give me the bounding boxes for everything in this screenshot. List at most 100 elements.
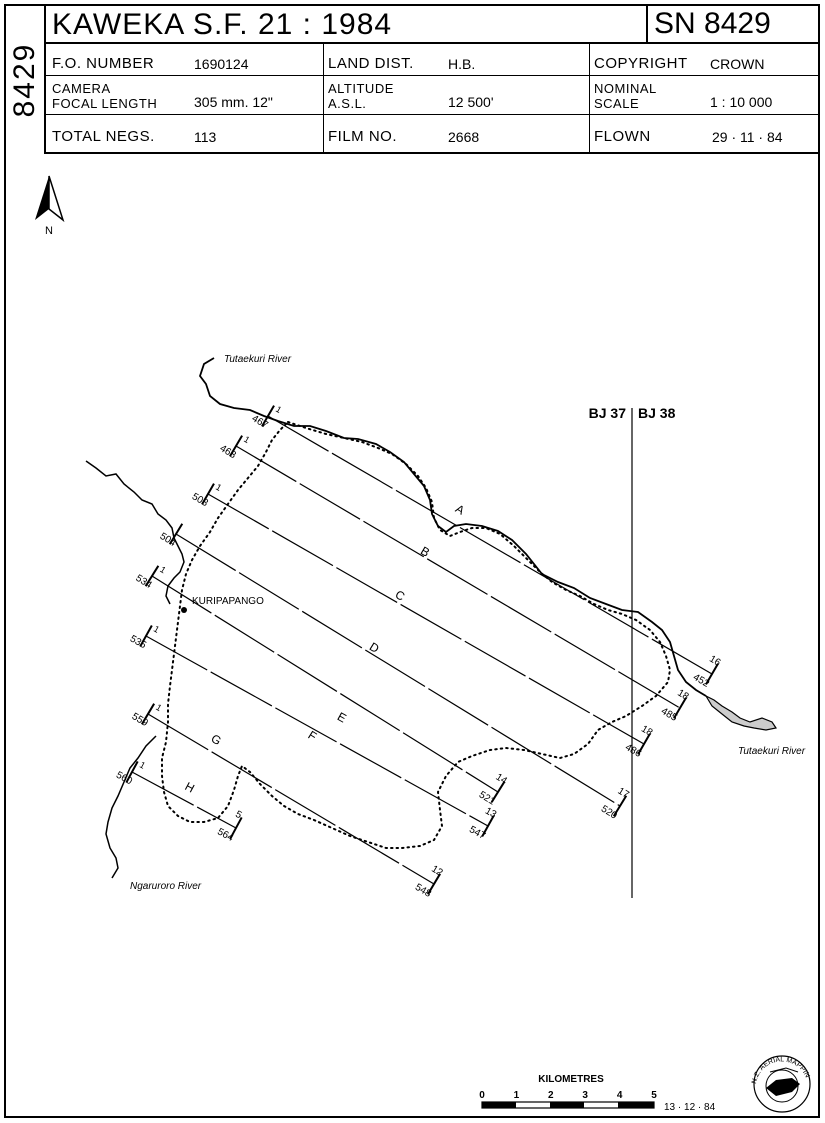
flight-strip-start-run: 1 [154, 702, 163, 713]
flight-strip-letter: A [453, 502, 467, 518]
flight-strip-end-neg: 521 [477, 789, 497, 807]
flight-strip-letter: D [367, 640, 382, 657]
total-negs-label: TOTAL NEGS. [52, 128, 155, 145]
flight-strip-end-run: 16 [707, 654, 723, 669]
flight-strip-start-neg: 534 [134, 573, 154, 591]
flight-strip-end-run: 14 [494, 772, 510, 787]
flight-strip-letter: F [306, 728, 320, 744]
flight-strip-end-tick [261, 405, 275, 427]
scale-value: 1 : 10 000 [710, 94, 773, 110]
map-sheet: 8429 KAWEKA S.F. 21 : 1984 SN 8429 F.O. … [4, 4, 820, 1118]
flight-strip-line [147, 713, 435, 885]
western-river-line [85, 460, 185, 605]
flight-plan-map: N BJ 37 BJ 38 KURIPAPANGO Tutaekuri Rive… [6, 154, 811, 1113]
north-arrow-icon: N [35, 175, 65, 237]
flight-strip-letter: B [418, 544, 432, 560]
scale-bar-segment [618, 1102, 654, 1108]
camera-label: CAMERA [52, 81, 111, 96]
grid-label-right: BJ 38 [638, 405, 676, 421]
flight-strip-end-tick [612, 795, 628, 817]
flight-strip-start-run: 1 [214, 482, 223, 493]
film-no-label: FILM NO. [328, 128, 398, 145]
divider [46, 114, 818, 115]
sidebar-sheet-number: 8429 [6, 6, 46, 154]
fo-number-label: F.O. NUMBER [52, 55, 155, 72]
total-negs-value: 113 [194, 129, 217, 145]
flight-strip-start-run: 1 [158, 564, 168, 575]
scale-bar-tick-label: 1 [514, 1090, 520, 1101]
flight-strip-end-tick [201, 483, 215, 505]
svg-text:N.Z. AERIAL MAPPING LTD: N.Z. AERIAL MAPPING LTD [6, 154, 811, 1084]
altitude-label: ALTITUDE [328, 81, 394, 96]
survey-area-boundary [161, 420, 672, 849]
flight-strip-start-run: 1 [274, 404, 283, 415]
scale-label: SCALE [594, 96, 640, 111]
flight-strip-end-neg: 486 [623, 742, 643, 760]
nominal-label: NOMINAL [594, 81, 657, 96]
flown-value: 29 · 11 · 84 [712, 129, 783, 145]
flight-strip-end-run: 13 [483, 806, 498, 821]
flight-strip-start-run: 1 [152, 624, 161, 635]
flight-strip-line [131, 771, 237, 829]
flight-strip-start-run: 1 [242, 434, 251, 445]
land-dist-label: LAND DIST. [328, 55, 414, 72]
kuripapango-marker-icon [181, 607, 187, 613]
copyright-label: COPYRIGHT [594, 55, 688, 72]
flight-strip-end-neg: 485 [659, 706, 679, 724]
flight-strip-end-tick [229, 435, 243, 457]
flight-strip-end-tick [229, 816, 243, 840]
flight-strip-end-tick [125, 760, 139, 784]
flight-strip-line [151, 575, 499, 793]
focal-length-value: 305 mm. 12" [194, 94, 273, 110]
copyright-value: CROWN [710, 56, 765, 72]
flight-strip-end-tick [705, 663, 719, 685]
flight-strip-letter: G [209, 731, 224, 748]
flight-strip-start-neg: 504 [158, 531, 178, 549]
flight-strip-end-tick [168, 523, 184, 545]
flight-strip-line [207, 493, 645, 745]
scale-bar-date: 13 · 12 · 84 [664, 1102, 716, 1113]
flight-strip-end-tick [673, 697, 687, 719]
flown-label: FLOWN [594, 128, 651, 145]
nz-aerial-mapping-logo: N.Z. AERIAL MAPPING LTD [6, 154, 811, 1113]
header-info-block: KAWEKA S.F. 21 : 1984 SN 8429 F.O. NUMBE… [46, 6, 818, 154]
divider [46, 75, 818, 76]
flight-strip-end-tick [481, 815, 495, 837]
asl-label: A.S.L. [328, 96, 367, 111]
flight-strip-end-tick [427, 873, 441, 895]
focal-length-label: FOCAL LENGTH [52, 96, 158, 111]
flight-strip-end-run: 5 [233, 809, 243, 822]
flight-strip-end-neg: 564 [215, 826, 235, 844]
flight-strip-line [267, 415, 713, 675]
flight-strip-end-tick [141, 703, 155, 725]
scale-bar-tick-label: 2 [548, 1090, 554, 1101]
divider [323, 44, 324, 152]
flight-strip-end-run: 12 [429, 864, 445, 879]
flight-strip-end-run: 17 [616, 786, 632, 801]
flight-strip-letter: H [183, 779, 197, 795]
flight-strip-end-run: 18 [675, 688, 691, 703]
scale-bar-tick-label: 5 [651, 1090, 657, 1101]
ngaruroro-river-line [105, 735, 157, 879]
flight-strip-end-neg: 548 [413, 882, 433, 900]
scale-bar-title: KILOMETRES [538, 1074, 604, 1085]
river-label-tutaekuri-east: Tutaekuri River [738, 746, 806, 757]
flight-strip-line [175, 533, 621, 807]
tutaekuri-river-mouth [704, 694, 777, 731]
scale-bar-tick-label: 4 [617, 1090, 623, 1101]
river-label-tutaekuri-north: Tutaekuri River [224, 354, 292, 365]
scale-bar-tick-label: 0 [479, 1090, 485, 1101]
flight-strip-end-run: 18 [639, 724, 655, 739]
kuripapango-label: KURIPAPANGO [192, 596, 264, 607]
flight-strip-end-tick [144, 565, 160, 587]
flight-strip-end-tick [490, 781, 506, 803]
survey-title: KAWEKA S.F. 21 : 1984 [52, 8, 393, 41]
river-label-ngaruroro: Ngaruroro River [130, 881, 202, 892]
scale-bar-segment [550, 1102, 584, 1108]
land-dist-value: H.B. [448, 56, 476, 72]
logo-text: N.Z. AERIAL MAPPING LTD [6, 154, 811, 1084]
sheet-number-vertical: 8429 [8, 42, 41, 118]
film-no-value: 2668 [448, 129, 480, 145]
north-label: N [45, 225, 53, 237]
